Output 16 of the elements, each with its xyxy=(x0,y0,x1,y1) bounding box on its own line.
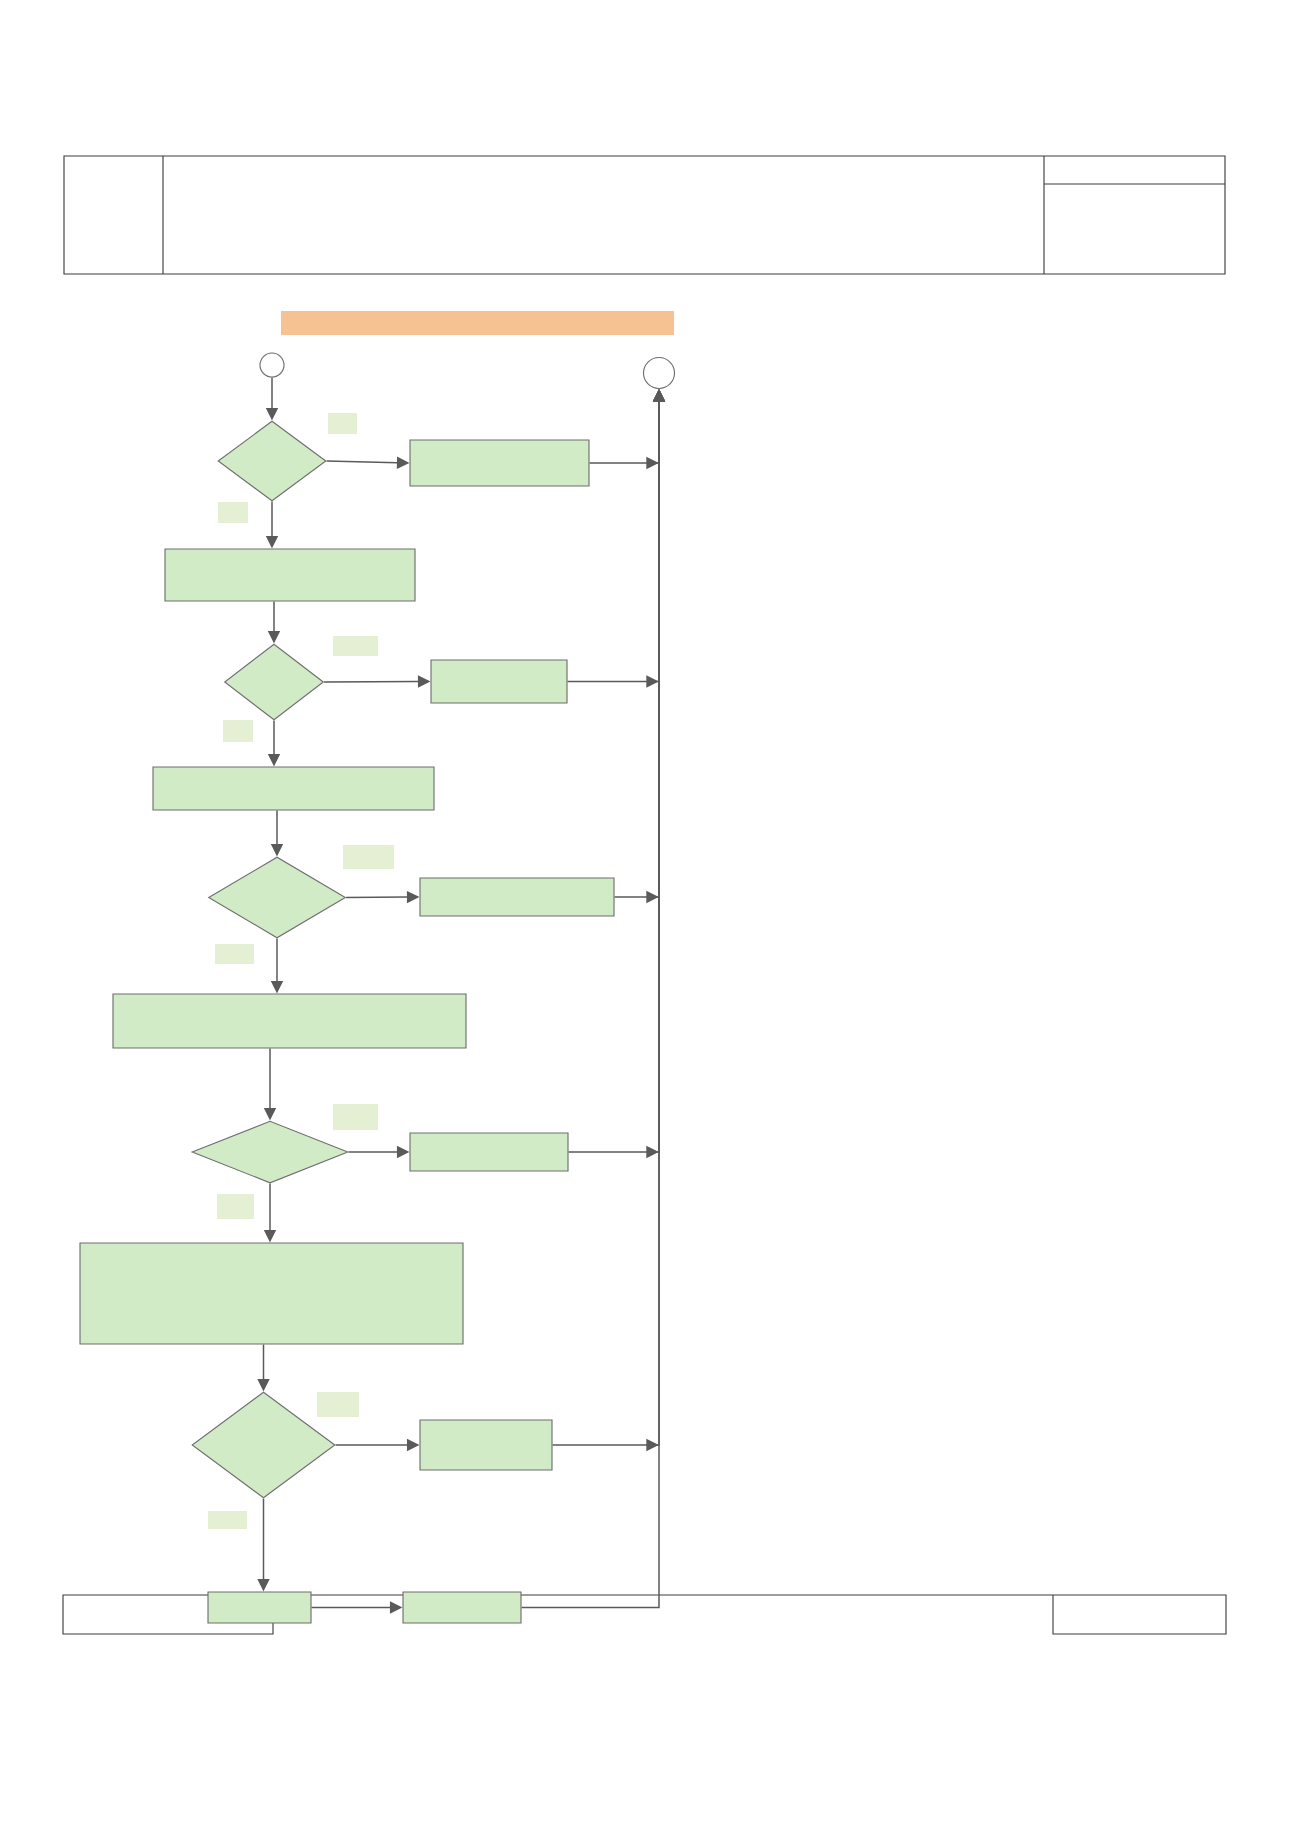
process-box xyxy=(409,1132,569,1172)
terminal-circle xyxy=(642,356,676,390)
decision-diamond xyxy=(191,1391,336,1499)
process-box xyxy=(430,659,568,704)
decision-diamond xyxy=(217,420,327,502)
terminal-circle xyxy=(259,352,285,378)
process-box xyxy=(409,439,590,487)
process-box xyxy=(419,1419,553,1471)
process-box xyxy=(164,548,416,602)
process-box xyxy=(152,766,435,811)
process-box xyxy=(207,1591,312,1624)
process-box xyxy=(79,1242,464,1345)
process-box xyxy=(402,1591,522,1624)
process-box xyxy=(112,993,467,1049)
process-box xyxy=(419,877,615,917)
title-bar xyxy=(281,311,674,335)
